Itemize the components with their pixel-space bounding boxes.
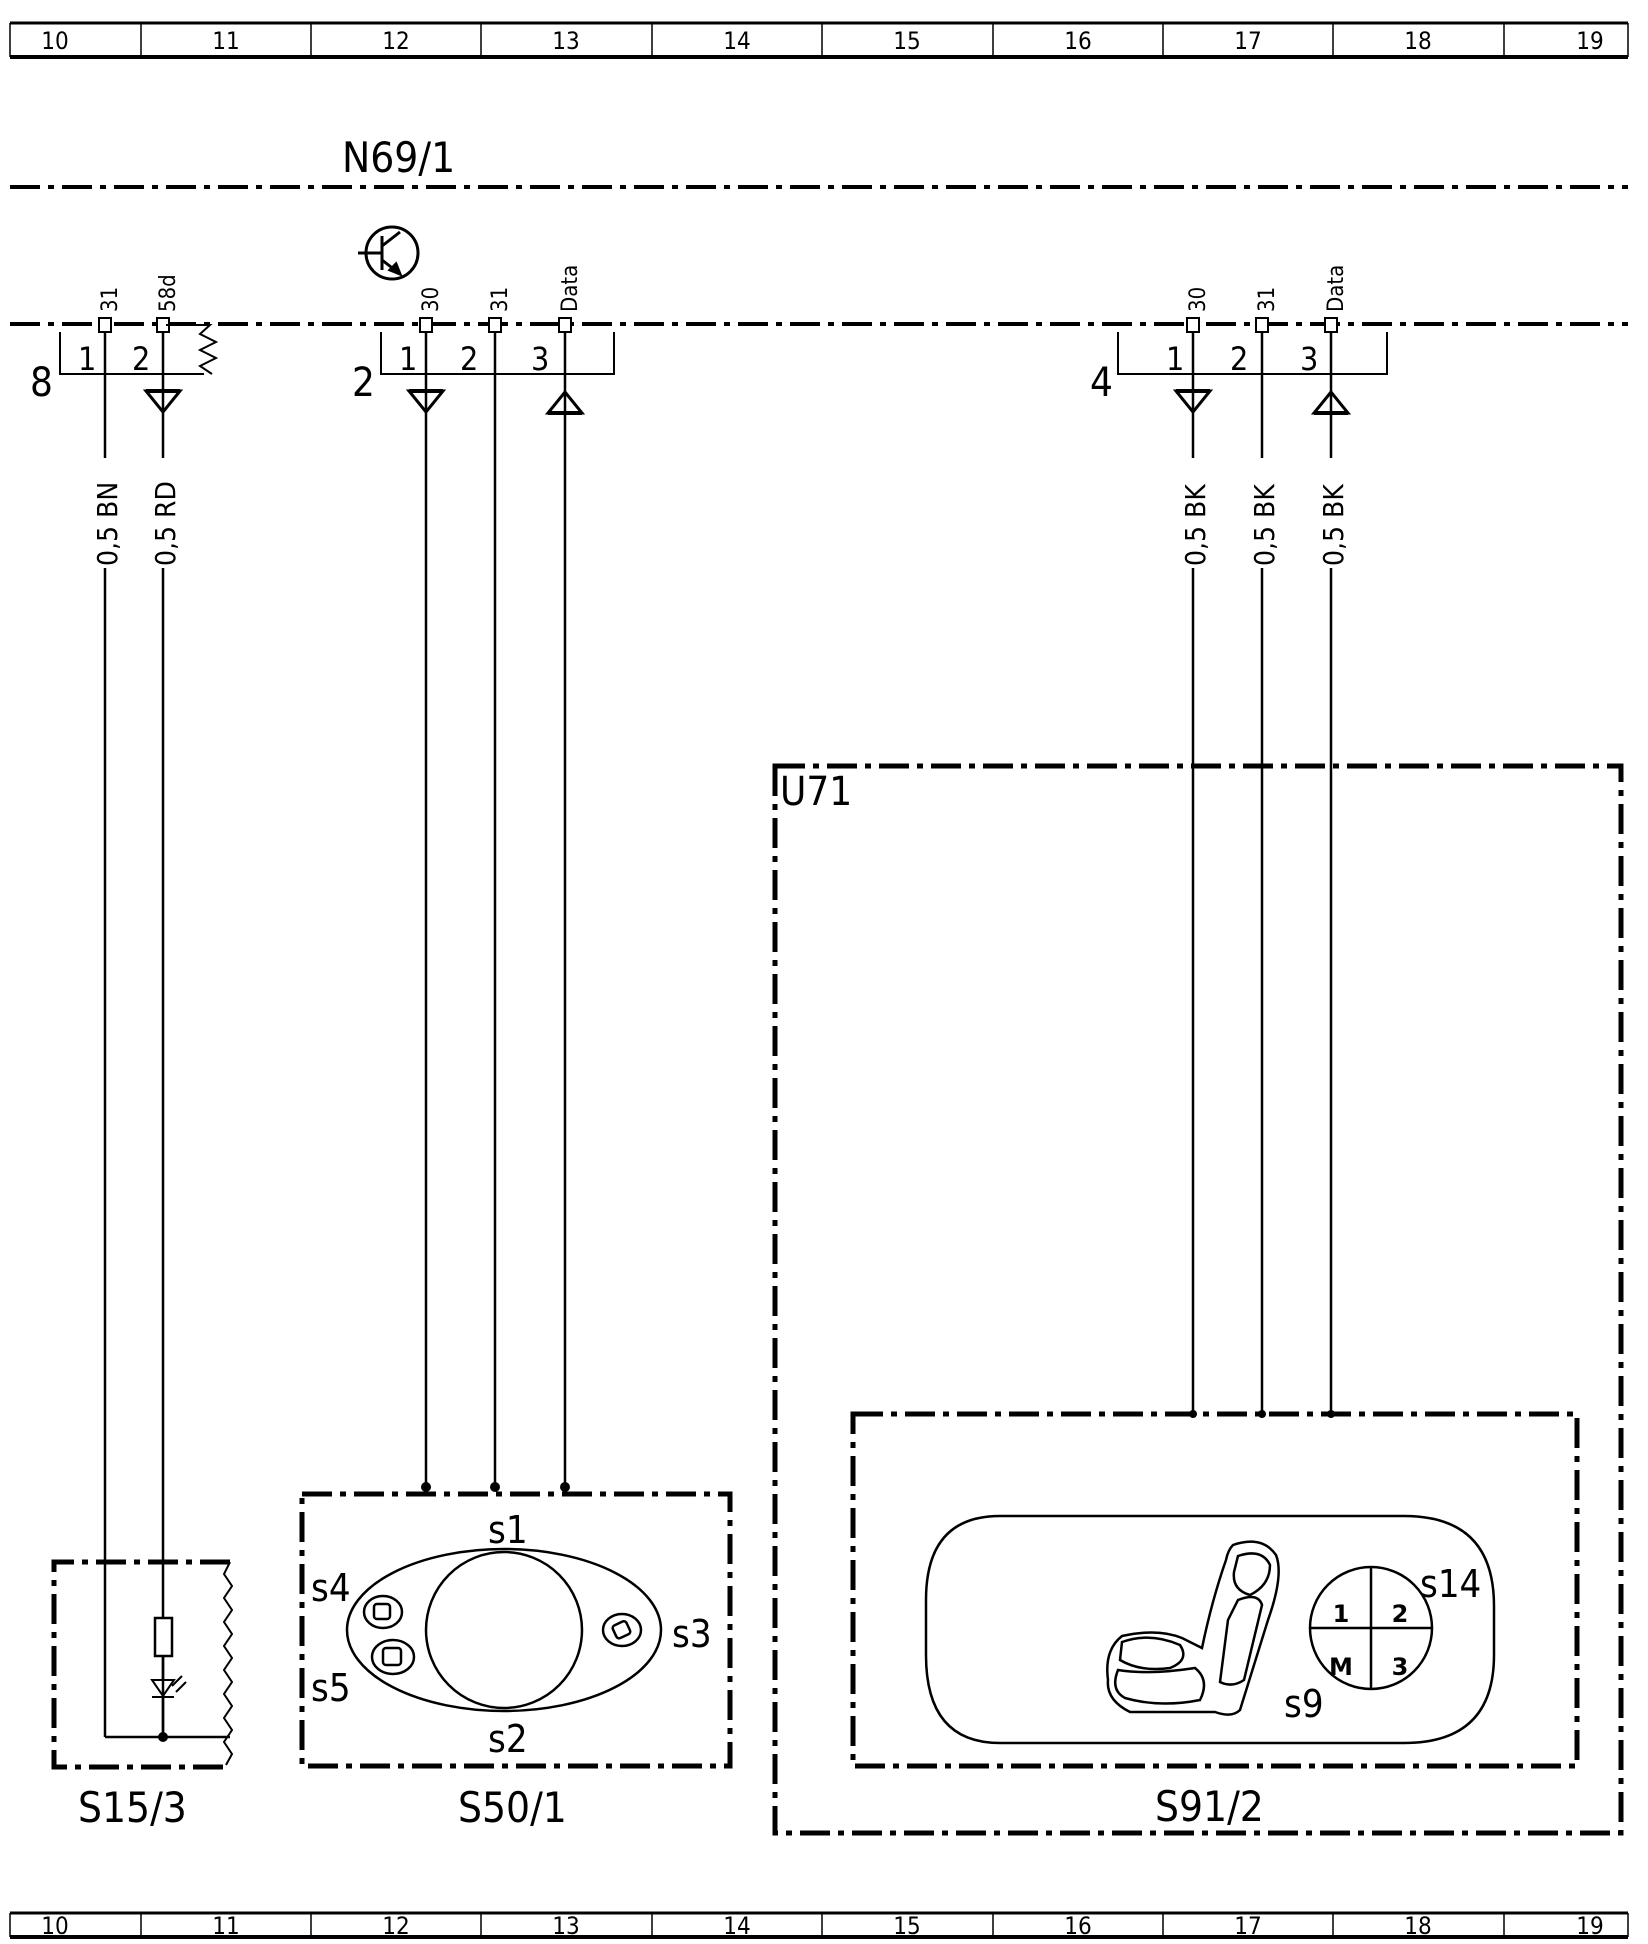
bottom-grid-labels: 10 11 12 13 14 15 16 17 18 19 — [41, 1912, 1603, 1940]
grid-col-label: 19 — [1576, 1912, 1603, 1940]
grid-col-label: 11 — [212, 27, 239, 55]
junction-dots — [1189, 1410, 1335, 1418]
memory-button-m[interactable]: M — [1329, 1653, 1353, 1681]
seat-icon — [1106, 1540, 1280, 1716]
memory-button-1[interactable]: 1 — [1333, 1600, 1350, 1628]
connector-id: 4 — [1090, 360, 1113, 406]
pin-number: 1 — [78, 340, 96, 378]
transistor-icon — [358, 225, 420, 281]
grid-col-label: 18 — [1404, 27, 1431, 55]
grid-col-label: 14 — [723, 1912, 750, 1940]
terminal-label: Data — [558, 265, 583, 312]
switch-label: s14 — [1420, 1562, 1481, 1606]
connector-id: 8 — [30, 360, 53, 406]
terminal-label: 58d — [156, 274, 181, 312]
component-s91-2: S91/2 1 2 M 3 s14 s9 — [850, 1411, 1580, 1831]
bottom-grid-ruler — [9, 1911, 1629, 1939]
grid-col-label: 16 — [1064, 27, 1091, 55]
wires-group-8 — [103, 332, 165, 1737]
grid-col-label: 15 — [893, 27, 920, 55]
wire-spec: 0,5 BK — [1179, 483, 1212, 566]
memory-button-3[interactable]: 3 — [1392, 1653, 1409, 1681]
connector-id: 2 — [352, 360, 375, 406]
component-label: U71 — [780, 769, 852, 815]
component-label: S15/3 — [78, 1783, 187, 1832]
component-u71: U71 — [772, 763, 1624, 1836]
wires-group-2 — [424, 332, 567, 1484]
terminal-label: 30 — [1186, 287, 1211, 312]
component-s50-1: S50/1 s1 s2 s3 s4 s5 — [299, 1491, 733, 1832]
pin-number: 2 — [132, 340, 150, 378]
component-label: S50/1 — [458, 1783, 567, 1832]
grid-col-label: 18 — [1404, 1912, 1431, 1940]
switch-pad — [345, 1547, 663, 1713]
switch-label: s4 — [311, 1566, 351, 1610]
grid-col-label: 19 — [1576, 27, 1603, 55]
top-grid-ruler — [9, 21, 1629, 59]
terminal-label: 31 — [98, 287, 123, 312]
switch-label: s2 — [488, 1717, 528, 1761]
pin-number: 3 — [531, 340, 549, 378]
pin-number: 1 — [399, 340, 417, 378]
grid-col-label: 11 — [212, 1912, 239, 1940]
terminal-label: Data — [1324, 265, 1349, 312]
memory-button-2[interactable]: 2 — [1392, 1600, 1409, 1628]
connector-group-8: 8 1 31 2 58d — [30, 274, 219, 415]
pin-number: 2 — [460, 340, 478, 378]
junction-dots — [421, 1482, 570, 1492]
switch-label: s5 — [311, 1666, 351, 1710]
bus-label: N69/1 — [342, 133, 455, 182]
pin-number: 3 — [1300, 340, 1318, 378]
terminal-label: 31 — [1255, 287, 1280, 312]
wire-spec: 0,5 BN — [91, 482, 124, 566]
wire-spec: 0,5 BK — [1317, 483, 1350, 566]
switch-label: s1 — [488, 1508, 528, 1552]
wire-spec: 0,5 RD — [149, 481, 182, 566]
connector-group-4: 4 1 2 3 30 31 Data — [1090, 265, 1388, 415]
pullup-resistor-icon — [166, 324, 219, 375]
switch-label: s3 — [672, 1612, 712, 1656]
component-s15-3: S15/3 — [51, 1559, 234, 1832]
memory-button-cluster — [1308, 1565, 1434, 1691]
terminal-label: 31 — [488, 287, 513, 312]
grid-col-label: 15 — [893, 1912, 920, 1940]
grid-col-label: 12 — [382, 27, 409, 55]
switch-label: s9 — [1284, 1682, 1324, 1726]
grid-col-label: 16 — [1064, 1912, 1091, 1940]
component-label: S91/2 — [1155, 1782, 1264, 1831]
grid-col-label: 13 — [552, 27, 579, 55]
grid-col-label: 17 — [1234, 1912, 1261, 1940]
pin-number: 2 — [1230, 340, 1248, 378]
terminal-label: 30 — [419, 287, 444, 312]
grid-col-label: 12 — [382, 1912, 409, 1940]
wire-spec: 0,5 BK — [1248, 483, 1281, 566]
led-icon — [150, 1675, 187, 1698]
grid-col-label: 10 — [41, 27, 68, 55]
resistor-icon — [153, 1616, 174, 1658]
grid-col-label: 13 — [552, 1912, 579, 1940]
grid-col-label: 14 — [723, 27, 750, 55]
connector-group-2: 2 1 2 3 30 31 Data — [352, 265, 615, 415]
grid-col-label: 10 — [41, 1912, 68, 1940]
grid-col-label: 17 — [1234, 27, 1261, 55]
top-grid-labels: 10 11 12 13 14 15 16 17 18 19 — [41, 27, 1603, 55]
pin-number: 1 — [1166, 340, 1184, 378]
wires-group-4 — [1191, 332, 1333, 1414]
switch-panel — [924, 1514, 1496, 1745]
